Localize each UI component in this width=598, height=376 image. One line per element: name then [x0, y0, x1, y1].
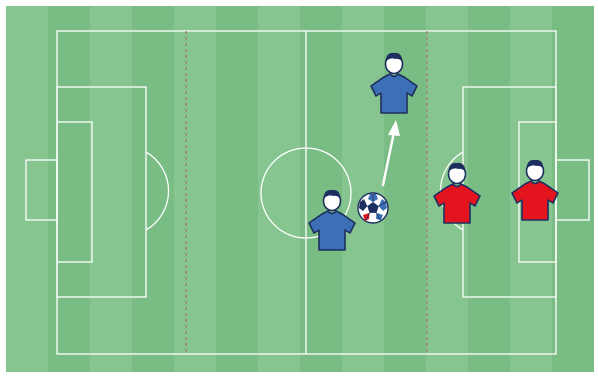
grass-stripe: [216, 6, 258, 372]
grass-stripe: [468, 6, 510, 372]
soccer-ball-icon: [358, 193, 388, 223]
grass-stripe: [48, 6, 90, 372]
grass: [6, 6, 594, 372]
grass-stripe: [552, 6, 594, 372]
grass-stripe: [132, 6, 174, 372]
